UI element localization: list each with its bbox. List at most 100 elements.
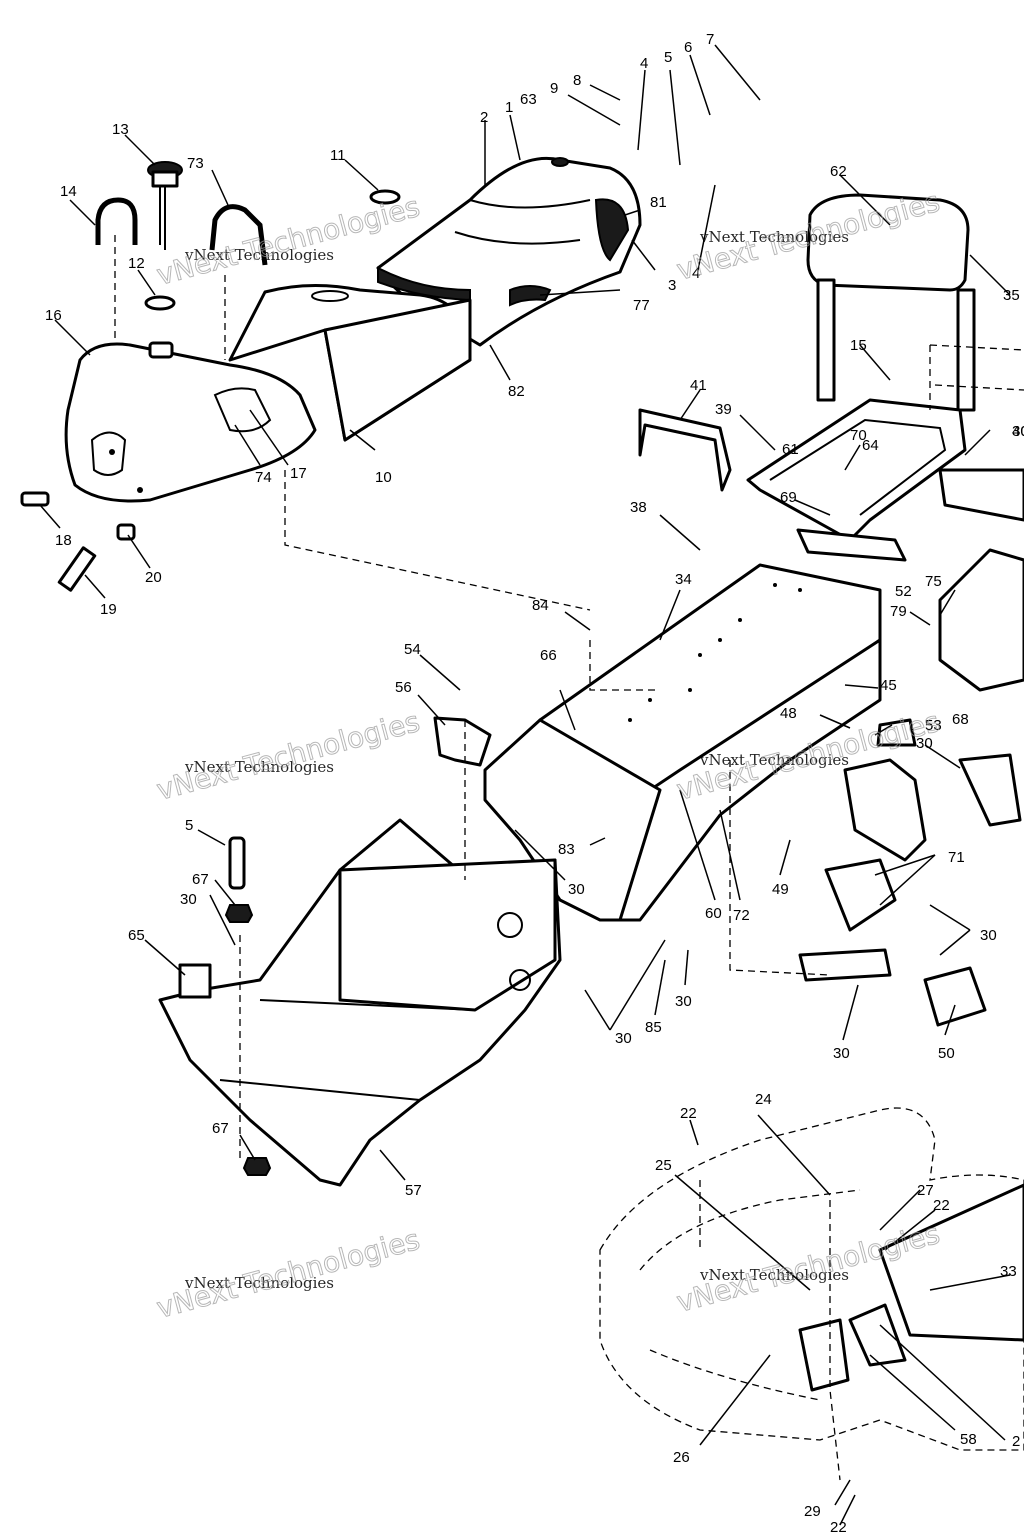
watermark-text: vNext Technologies [153, 705, 423, 807]
callout-79: 79 [890, 603, 907, 620]
callout-30b: 30 [568, 881, 585, 898]
callout-83: 83 [558, 841, 575, 858]
callout-82: 82 [508, 383, 525, 400]
callouts: 1 2 3 4 4 5 6 7 8 9 10 11 12 13 14 15 16… [45, 31, 1024, 1536]
callout-61: 61 [782, 441, 799, 458]
callout-27: 27 [917, 1182, 934, 1199]
callout-84: 84 [532, 597, 549, 614]
callout-30c: 30 [916, 735, 933, 752]
fuel-hose-part [95, 197, 138, 245]
callout-85: 85 [645, 1019, 662, 1036]
callout-34: 34 [675, 571, 692, 588]
callout-12: 12 [128, 255, 145, 272]
body-panel-part [599, 1107, 1024, 1451]
callout-25: 25 [655, 1157, 672, 1174]
hitch-assembly-part [938, 548, 1024, 692]
frame-part [483, 563, 882, 922]
callout-39: 39 [715, 401, 732, 418]
callout-74: 74 [255, 469, 272, 486]
callout-22c: 22 [830, 1519, 847, 1536]
callout-30f: 30 [615, 1030, 632, 1047]
leader-lines [39, 44, 1011, 1526]
callout-66: 66 [540, 647, 557, 664]
bracket-part [638, 408, 732, 492]
watermark-text: vNext Technologies [699, 1266, 849, 1284]
callout-35b: 5 [185, 817, 193, 834]
callout-22a: 22 [680, 1105, 697, 1122]
watermark-text: vNext Technologies [184, 1274, 334, 1292]
callout-10: 10 [375, 469, 392, 486]
callout-63: 63 [520, 91, 537, 108]
callout-20: 20 [145, 569, 162, 586]
callout-50: 50 [938, 1045, 955, 1062]
callout-26: 26 [673, 1449, 690, 1466]
callout-3: 3 [668, 277, 676, 294]
callout-30e: 30 [675, 993, 692, 1010]
callout-68: 68 [952, 711, 969, 728]
callout-7: 7 [706, 31, 714, 48]
callout-13: 13 [112, 121, 129, 138]
callout-48: 48 [780, 705, 797, 722]
rear-plate-part [798, 718, 1022, 1027]
callout-75: 75 [925, 573, 942, 590]
callout-57: 57 [405, 1182, 422, 1199]
callout-11: 11 [330, 147, 346, 164]
callout-6: 6 [684, 39, 692, 56]
callout-28: 2 [1012, 1433, 1020, 1450]
vent-hose-part [209, 204, 268, 266]
callout-65: 65 [128, 927, 145, 944]
callout-70: 70 [850, 427, 867, 444]
callout-72: 72 [733, 907, 750, 924]
callout-1: 1 [505, 99, 513, 116]
callout-69: 69 [780, 489, 797, 506]
pin-part [228, 836, 246, 890]
fuel-fitting-part [20, 491, 136, 592]
washer-part [369, 189, 401, 205]
callout-30a: 30 [180, 891, 197, 908]
callout-19: 19 [100, 601, 117, 618]
callout-33: 33 [1000, 1263, 1017, 1280]
callout-45: 45 [880, 677, 897, 694]
callout-9: 9 [550, 80, 558, 97]
callout-71: 71 [948, 849, 965, 866]
callout-40: 40 [1012, 423, 1024, 440]
watermark-text: vNext Technologies [184, 758, 334, 776]
callout-8: 8 [573, 72, 581, 89]
side-bracket-part [178, 963, 212, 999]
bumper-part [938, 468, 1024, 522]
callout-49: 49 [772, 881, 789, 898]
console-part [228, 284, 472, 442]
callout-41: 41 [690, 377, 707, 394]
front-end-part [158, 818, 562, 1187]
cap-part [551, 157, 569, 167]
callout-30g: 30 [833, 1045, 850, 1062]
watermark-text: vNext Technologies [699, 228, 849, 246]
rack-part [746, 398, 967, 542]
mount-bracket-part [433, 716, 492, 767]
callout-77: 77 [633, 297, 650, 314]
callout-52: 52 [895, 583, 912, 600]
callout-16: 16 [45, 307, 62, 324]
hitch-part [796, 528, 907, 562]
callout-73: 73 [187, 155, 204, 172]
callout-4b: 4 [692, 265, 700, 282]
callout-60: 60 [705, 905, 722, 922]
watermark-text: vNext Technologies [699, 751, 849, 769]
callout-30h: 30 [1012, 423, 1024, 440]
nut-part-bottom [242, 1157, 272, 1176]
callout-64: 64 [862, 437, 879, 454]
callout-4a: 4 [640, 55, 648, 72]
callout-17: 17 [290, 465, 307, 482]
callout-22b: 22 [933, 1197, 950, 1214]
callout-67b: 67 [212, 1120, 229, 1137]
callout-30d: 30 [980, 927, 997, 944]
callout-53: 53 [925, 717, 942, 734]
callout-54: 54 [404, 641, 421, 658]
callout-58: 58 [960, 1431, 977, 1448]
nut-part-top [224, 904, 254, 923]
grommet-part [144, 295, 176, 311]
callout-15: 15 [850, 337, 867, 354]
callout-2: 2 [480, 109, 488, 126]
backrest-part [806, 193, 976, 412]
